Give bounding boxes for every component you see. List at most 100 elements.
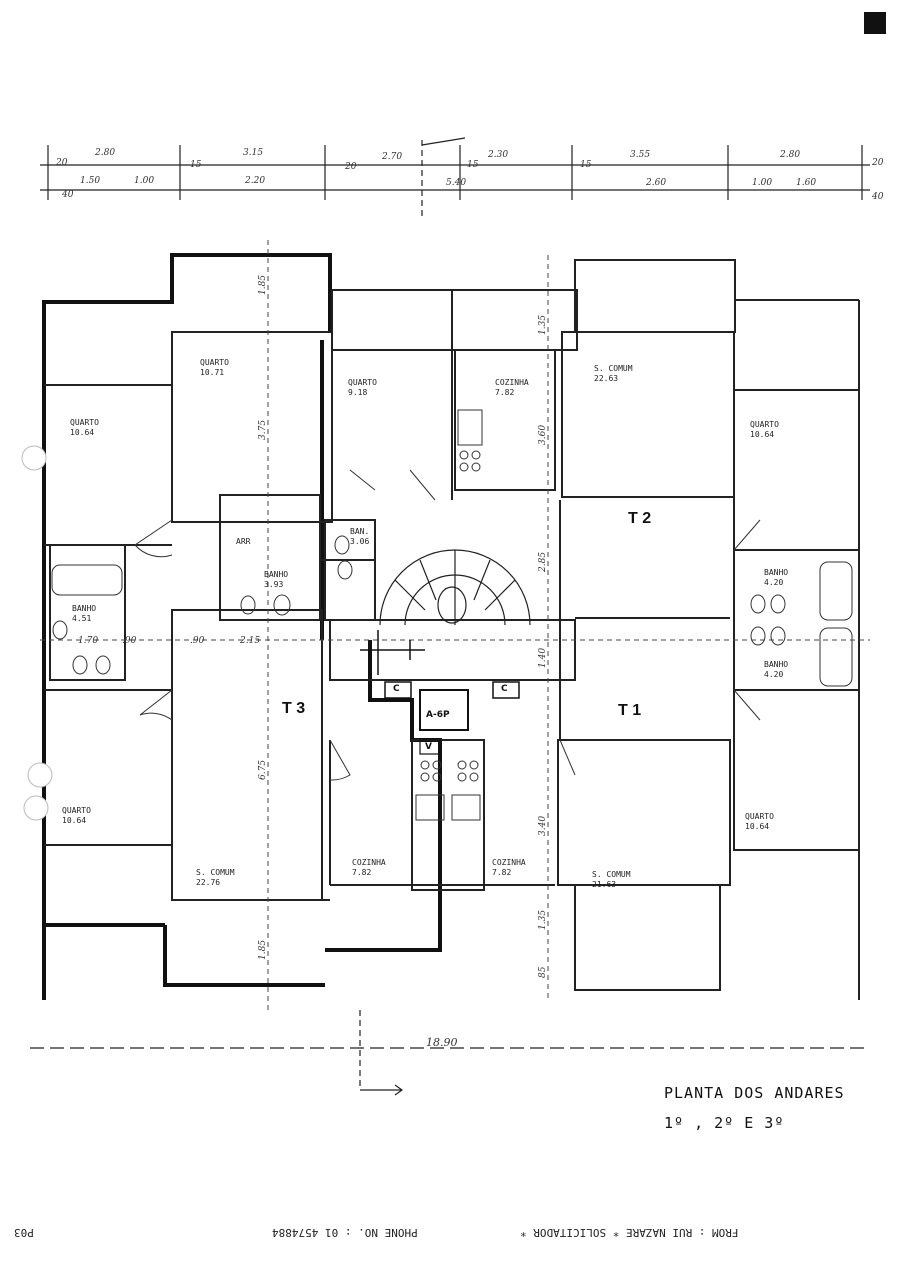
dim-mid-1: 1.70 [78, 636, 99, 646]
room-name: QUARTO [750, 420, 779, 429]
room-name: QUARTO [70, 418, 99, 427]
room-area: 10.64 [750, 430, 775, 439]
dim-mid-3: .90 [190, 636, 205, 646]
dim-v-1: 1.85 [258, 274, 268, 295]
room-t3-s-comum: S. COMUM 22.76 [196, 868, 235, 888]
room-name: BANHO [764, 660, 789, 669]
room-t3-quarto-c: QUARTO 9.18 [348, 378, 377, 398]
room-area: 21.63 [592, 880, 617, 889]
room-t3-quarto-a: QUARTO 10.64 [70, 418, 99, 438]
room-name: ARR [236, 537, 251, 546]
dim-small-6: 20 [872, 158, 884, 168]
room-name: COZINHA [495, 378, 529, 387]
dim-top2-1: 1.50 [80, 176, 101, 186]
room-name: S. COMUM [196, 868, 235, 877]
room-t1-banho: BANHO 4.20 [764, 660, 788, 680]
dim-top2-5: 2.60 [646, 178, 667, 188]
room-area: 10.71 [200, 368, 225, 377]
room-area: 10.64 [70, 428, 95, 437]
dim-v-11: 1.35 [538, 314, 548, 335]
dim-v-6: 2.85 [538, 551, 548, 572]
duct-label-right: C [501, 684, 508, 694]
dim-v-2: 3.75 [258, 419, 268, 440]
dim-mid-2: .90 [122, 636, 137, 646]
room-area: 10.64 [745, 822, 770, 831]
vent-label: V [425, 742, 432, 752]
room-area: 4.20 [764, 578, 784, 587]
plan-title-line2: 1º , 2º E 3º [664, 1114, 785, 1132]
room-area: 4.51 [72, 614, 92, 623]
room-area: 22.63 [594, 374, 619, 383]
room-name: BANHO [264, 570, 289, 579]
corner-mark [864, 12, 886, 34]
fax-phone: PHONE NO. : 01 4574884 [272, 1226, 418, 1239]
dim-top2-2: 1.00 [134, 176, 155, 186]
dim-small-7: 40 [62, 190, 74, 200]
room-area: 7.82 [495, 388, 515, 397]
plan-title-line1: PLANTA DOS ANDARES [664, 1084, 845, 1102]
dim-top-3: 2.70 [382, 152, 403, 162]
room-name: QUARTO [348, 378, 377, 387]
room-name: QUARTO [200, 358, 229, 367]
room-t3-ban: BAN. 3.06 [350, 527, 369, 547]
room-t2-s-comum: S. COMUM 22.63 [594, 364, 633, 384]
unit-label-t1: T 1 [618, 702, 642, 719]
room-name: S. COMUM [594, 364, 633, 373]
duct-label-left: C [393, 684, 400, 694]
spiral-staircase [379, 549, 531, 626]
unit-label-t3: T 3 [282, 700, 306, 717]
room-t2-cozinha: COZINHA 7.82 [495, 378, 529, 398]
fax-page: P03 [14, 1226, 34, 1239]
dim-small-4: 15 [467, 160, 479, 170]
room-area: 4.20 [764, 670, 784, 679]
unit-label-t2: T 2 [628, 510, 652, 527]
room-area: 9.18 [348, 388, 368, 397]
dim-top-6: 2.80 [780, 150, 801, 160]
dim-small-8: 40 [872, 192, 884, 202]
room-area: 22.76 [196, 878, 221, 887]
room-t3-banho-a: BANHO 4.51 [72, 604, 96, 624]
dim-small-1: 20 [56, 158, 68, 168]
dim-v-3: 6.75 [258, 759, 268, 780]
dim-top2-6: 1.00 [752, 178, 773, 188]
room-name: BANHO [764, 568, 789, 577]
dim-bottom-total: 18.90 [426, 1036, 458, 1049]
room-t2-quarto: QUARTO 10.64 [750, 420, 779, 440]
room-t3-arr: ARR [236, 537, 250, 547]
room-t3-quarto-d: QUARTO 10.64 [62, 806, 91, 826]
dim-v-8: 3.40 [538, 815, 548, 836]
dim-small-5: 15 [580, 160, 592, 170]
room-t3-cozinha: COZINHA 7.82 [352, 858, 386, 878]
room-t3-banho-b: BANHO 3.93 [264, 570, 288, 590]
room-name: COZINHA [492, 858, 526, 867]
room-area: 3.06 [350, 537, 370, 546]
dim-small-2: 15 [190, 160, 202, 170]
dim-mid-4: 2.15 [240, 636, 261, 646]
room-t2-banho: BANHO 4.20 [764, 568, 788, 588]
room-name: S. COMUM [592, 870, 631, 879]
dim-v-5: 3.60 [538, 424, 548, 445]
dim-small-3: 20 [345, 162, 357, 172]
room-name: COZINHA [352, 858, 386, 867]
room-name: BAN. [350, 527, 370, 536]
room-name: QUARTO [745, 812, 774, 821]
dim-top-2: 3.15 [243, 148, 264, 158]
elevator-label: A-6P [426, 710, 450, 720]
room-name: QUARTO [62, 806, 91, 815]
room-area: 3.93 [264, 580, 284, 589]
plan-title: PLANTA DOS ANDARES 1º , 2º E 3º [664, 1078, 845, 1138]
dim-v-7: 1.40 [538, 647, 548, 668]
dim-v-10: 85 [538, 966, 548, 978]
dim-top-5: 3.55 [630, 150, 651, 160]
room-t3-quarto-b: QUARTO 10.71 [200, 358, 229, 378]
fax-from: FROM : RUI NAZARE * SOLICITADOR * [520, 1226, 739, 1239]
dim-top2-3: 2.20 [245, 176, 266, 186]
dim-top2-7: 1.60 [796, 178, 817, 188]
room-area: 10.64 [62, 816, 87, 825]
dim-v-4: 1.85 [258, 939, 268, 960]
room-name: BANHO [72, 604, 97, 613]
dim-top-4: 2.30 [488, 150, 509, 160]
room-t1-cozinha: COZINHA 7.82 [492, 858, 526, 878]
dim-top-1: 2.80 [95, 148, 116, 158]
